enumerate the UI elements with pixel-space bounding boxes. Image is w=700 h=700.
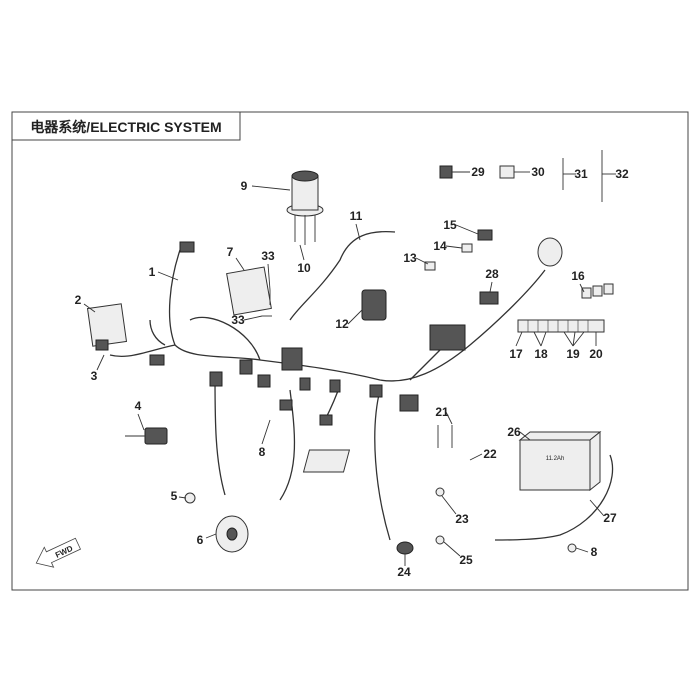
battery: 11.2Ah	[518, 430, 602, 492]
callout-10: 10	[297, 261, 311, 275]
callout-18: 18	[534, 347, 548, 361]
callout-5: 5	[171, 489, 178, 503]
connector-part	[477, 229, 493, 241]
fuse-block	[517, 319, 605, 333]
callout-1: 1	[149, 265, 156, 279]
callout-2: 2	[75, 293, 82, 307]
callout-15: 15	[443, 218, 457, 232]
callout-4: 4	[135, 399, 142, 413]
callout-13: 13	[403, 251, 417, 265]
callout-33-lower: 33	[231, 313, 245, 327]
callout-16: 16	[571, 269, 585, 283]
callout-23: 23	[455, 512, 469, 526]
clip-part	[439, 165, 453, 179]
callout-20: 20	[589, 347, 603, 361]
harness-connectors	[149, 241, 466, 426]
callout-31: 31	[574, 167, 588, 181]
sensor-part	[396, 541, 414, 555]
callout-9: 9	[241, 179, 248, 193]
fwd-label: FWD	[54, 544, 75, 560]
callout-29: 29	[471, 165, 485, 179]
nut-part	[435, 487, 445, 497]
cable-part	[289, 230, 396, 321]
leader-lines	[83, 171, 616, 566]
callout-33: 33	[261, 249, 275, 263]
callout-30: 30	[531, 165, 545, 179]
callout-12: 12	[335, 317, 349, 331]
title-box	[11, 111, 241, 141]
callout-labels: 1 2 3 4 5 6 7 8 9 10 11 12 13 14 15 16 1…	[75, 165, 629, 579]
fuse-part	[424, 261, 436, 271]
switch-part	[144, 427, 168, 445]
nut-part	[184, 492, 196, 504]
callout-28: 28	[485, 267, 499, 281]
callout-21: 21	[435, 405, 449, 419]
ignition-switch	[286, 170, 324, 245]
battery-capacity: 11.2Ah	[546, 456, 565, 462]
callout-22: 22	[483, 447, 497, 461]
callout-8-right: 8	[591, 545, 598, 559]
callout-3: 3	[91, 369, 98, 383]
control-module	[226, 266, 272, 316]
flasher-relay	[537, 237, 563, 267]
regulator-module	[302, 449, 351, 473]
washer-part	[435, 535, 445, 545]
connector-part	[479, 291, 499, 305]
callout-8: 8	[259, 445, 266, 459]
forward-direction-arrow: FWD	[35, 537, 82, 568]
fuse-row	[527, 320, 589, 332]
ecu-connector	[95, 339, 109, 351]
diagram-title: 电器系统/ELECTRIC SYSTEM	[30, 119, 221, 135]
battery-cable	[494, 454, 614, 541]
ecu-module	[86, 303, 128, 347]
callout-19: 19	[566, 347, 580, 361]
callout-14: 14	[433, 239, 447, 253]
callout-11: 11	[350, 209, 363, 223]
diagram-frame	[11, 111, 689, 591]
fuse-part	[461, 243, 473, 253]
callout-7: 7	[227, 245, 234, 259]
callout-32: 32	[615, 167, 629, 181]
clip-part	[499, 165, 515, 179]
relay-part	[361, 289, 387, 321]
bolt-part	[567, 543, 577, 553]
callout-26: 26	[507, 425, 521, 439]
relay-set	[581, 283, 614, 299]
callout-17: 17	[509, 347, 523, 361]
callout-27: 27	[603, 511, 617, 525]
callout-25: 25	[459, 553, 473, 567]
callout-6: 6	[197, 533, 204, 547]
callout-24: 24	[397, 565, 411, 579]
